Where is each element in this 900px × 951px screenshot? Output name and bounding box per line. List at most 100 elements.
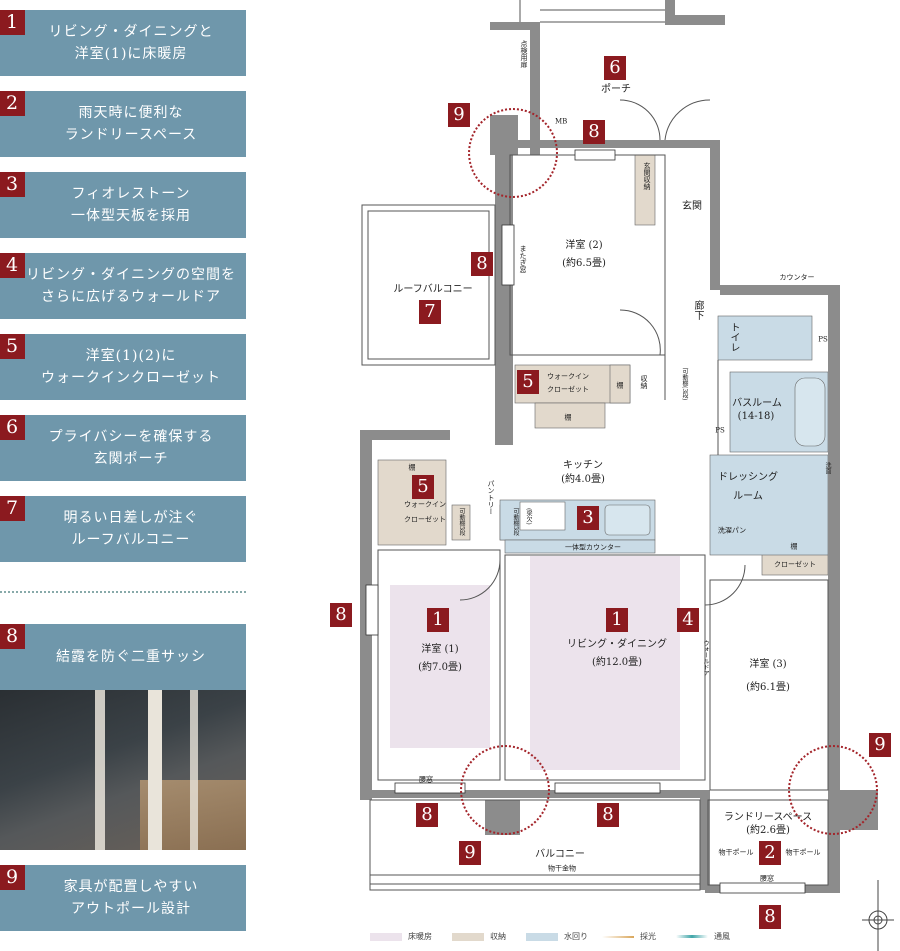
feature-text: アウトポール設計 bbox=[71, 901, 191, 917]
legend-label: 採光 bbox=[640, 932, 656, 941]
bathroom-label: バスルーム bbox=[732, 398, 782, 409]
toilet-label: トイレ bbox=[728, 322, 739, 352]
badge-1: 1 bbox=[606, 608, 628, 632]
badge: 4 bbox=[0, 253, 25, 278]
badge-6: 6 bbox=[604, 56, 626, 80]
room3-label: 洋室 (3) bbox=[749, 659, 787, 670]
feature-text: 雨天時に便利な bbox=[78, 105, 184, 121]
sashes bbox=[365, 149, 806, 894]
inspection-door-label: 点検用扉 bbox=[520, 40, 528, 68]
ventilation-icon bbox=[676, 935, 708, 938]
counter-label: カウンター bbox=[779, 273, 815, 282]
feature-text: ウォークインクローゼット bbox=[41, 370, 221, 386]
badge-4: 4 bbox=[677, 608, 699, 632]
badge: 5 bbox=[0, 334, 25, 359]
ld-size: (約12.0畳) bbox=[591, 657, 643, 668]
vanity-label: 洗面 bbox=[824, 462, 831, 474]
badge: 8 bbox=[0, 624, 25, 649]
feature-text: ランドリースペース bbox=[64, 127, 198, 143]
double-sash-photo bbox=[0, 690, 246, 850]
badge: 3 bbox=[0, 172, 25, 197]
feature-text: リビング・ダイニングの空間を bbox=[26, 267, 236, 283]
ld-label: リビング・ダイニング bbox=[567, 639, 667, 650]
wet-areas bbox=[499, 315, 829, 556]
wic2-label: ウォークイン bbox=[547, 372, 589, 381]
storage-swatch bbox=[452, 932, 484, 941]
badge-7: 7 bbox=[419, 300, 441, 324]
legend-label: 床暖房 bbox=[408, 932, 432, 941]
storage-label: 収納 bbox=[640, 375, 648, 389]
legend-label: 水回り bbox=[564, 932, 588, 941]
pole-label: 物干ポール bbox=[718, 848, 754, 857]
badge-9: 9 bbox=[448, 103, 470, 127]
laundry-label: ランドリースペース bbox=[723, 812, 813, 823]
badge-8: 8 bbox=[471, 252, 493, 276]
bathroom-size: (14-18) bbox=[737, 411, 775, 422]
outpole-circle bbox=[788, 745, 878, 835]
floor-heating-areas bbox=[390, 556, 680, 770]
feature-text: リビング・ダイニングと bbox=[48, 24, 214, 40]
genkan-label: 玄関 bbox=[682, 201, 702, 212]
feature-text: 洋室(1)(2)に bbox=[85, 348, 177, 364]
ps-label: PS bbox=[818, 335, 828, 344]
floor-heating-swatch bbox=[370, 932, 402, 941]
badge-8: 8 bbox=[597, 803, 619, 827]
feature-text: 家具が配置しやすい bbox=[63, 879, 199, 895]
wall-door-label: ウォールドア bbox=[702, 640, 709, 676]
pole-label: 物干ポール bbox=[785, 848, 821, 857]
shelf-label: 棚 bbox=[790, 542, 798, 551]
clothes-hanger-label: 物干金物 bbox=[548, 864, 576, 873]
washpan-label: 洗濯パン bbox=[717, 526, 747, 535]
badge-5: 5 bbox=[412, 475, 434, 499]
divider bbox=[0, 591, 246, 593]
closet-label: クローゼット bbox=[774, 560, 816, 569]
badge-8: 8 bbox=[416, 803, 438, 827]
legend: 床暖房 収納 水回り 採光 通風 bbox=[370, 931, 730, 942]
corridor-label: 廊下 bbox=[692, 300, 703, 320]
badge-8: 8 bbox=[759, 905, 781, 929]
room2-size: (約6.5畳) bbox=[562, 258, 606, 269]
genkan-storage-label: 玄関収納 bbox=[643, 162, 651, 190]
mb-label: MB bbox=[555, 117, 568, 126]
window-label: 腰窓 bbox=[419, 775, 433, 784]
pantry-label: パントリー bbox=[487, 480, 495, 515]
movable-shelf-label: 可動棚5段 bbox=[512, 508, 519, 536]
integrated-counter-label: 一体型カウンター bbox=[565, 543, 621, 552]
room3-size: (約6.1畳) bbox=[746, 682, 790, 693]
legend-label: 通風 bbox=[714, 932, 730, 941]
room1-size: (約7.0畳) bbox=[418, 662, 462, 673]
wic1-closet-label: クローゼット bbox=[404, 515, 446, 524]
shelf-label: 棚 bbox=[616, 381, 624, 390]
feature-text: 玄関ポーチ bbox=[93, 451, 169, 467]
badge-8: 8 bbox=[583, 120, 605, 144]
movable-shelf-label: 可動棚(3段) bbox=[681, 368, 688, 401]
range-hood-label: (梁欠) bbox=[525, 508, 532, 525]
badge: 6 bbox=[0, 415, 25, 440]
kitchen-label: キッチン bbox=[563, 460, 603, 471]
badge: 7 bbox=[0, 496, 25, 521]
badge-9: 9 bbox=[459, 841, 481, 865]
feature-text: ルーフバルコニー bbox=[71, 532, 191, 548]
outpole-circle bbox=[460, 745, 550, 835]
feature-text: プライバシーを確保する bbox=[48, 429, 214, 445]
movable-shelf-label: 可動棚5段 bbox=[458, 508, 465, 536]
kitchen-size: (約4.0畳) bbox=[561, 474, 605, 485]
shelf-label: 棚 bbox=[564, 413, 572, 422]
room2-label: 洋室 (2) bbox=[565, 240, 603, 251]
feature-text: 明るい日差しが注ぐ bbox=[63, 510, 199, 526]
dressing-label-2: ルーム bbox=[733, 491, 763, 502]
dressing-label: ドレッシング bbox=[718, 472, 778, 483]
room1-label: 洋室 (1) bbox=[421, 644, 459, 655]
badge-8: 8 bbox=[330, 603, 352, 627]
compass-icon bbox=[862, 880, 894, 951]
badge-5: 5 bbox=[517, 370, 539, 394]
feature-5: 5 洋室(1)(2)にウォークインクローゼット bbox=[0, 334, 246, 400]
feature-text: フィオレストーン bbox=[71, 186, 191, 202]
